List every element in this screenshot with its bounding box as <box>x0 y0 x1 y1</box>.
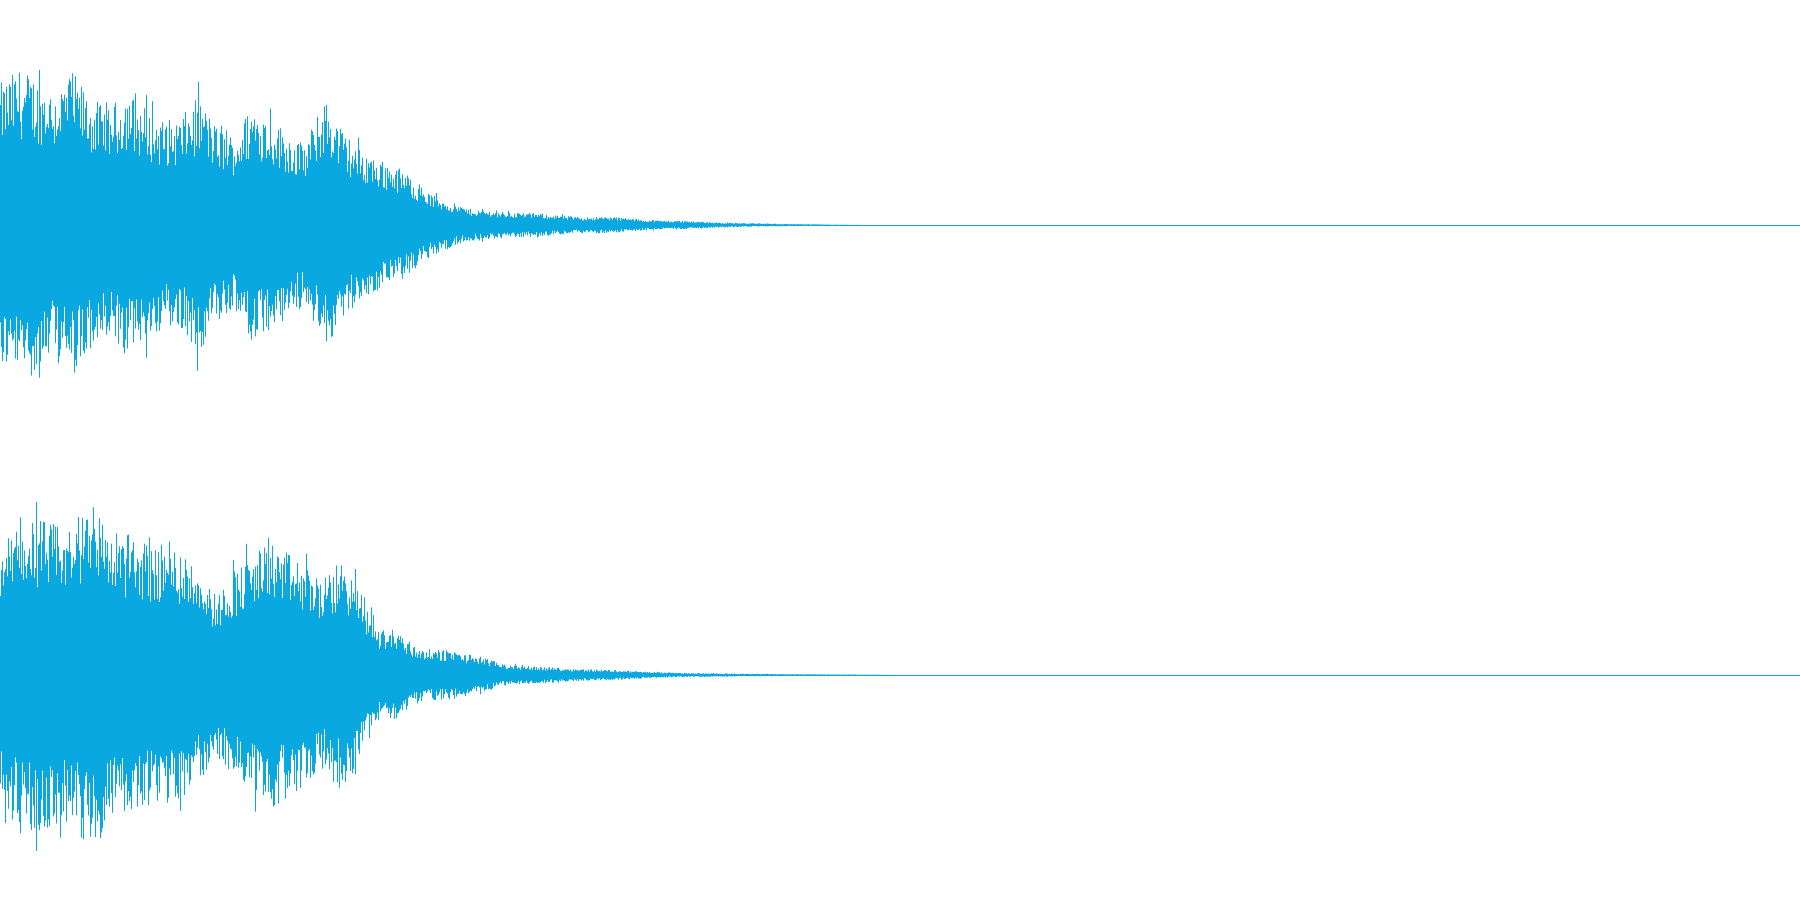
waveform-channel-left <box>0 69 1800 378</box>
waveform-left <box>0 69 861 378</box>
waveform-channel-right <box>0 501 1800 851</box>
waveform-right <box>0 501 896 851</box>
